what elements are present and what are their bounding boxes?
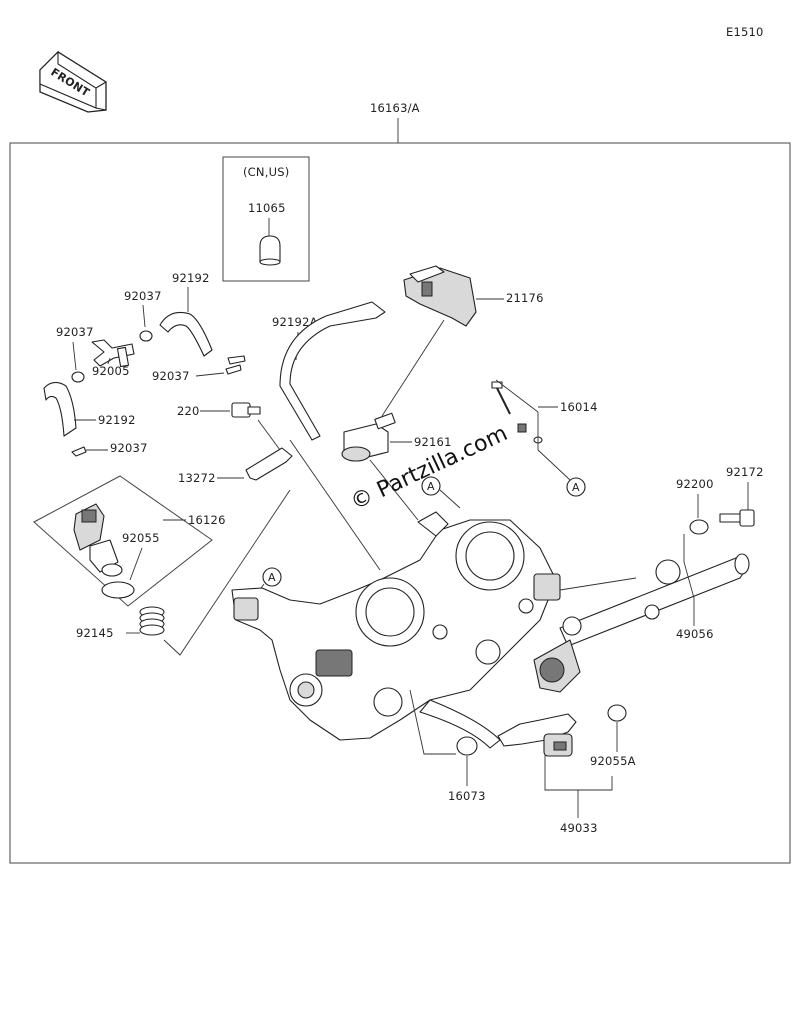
label-21176: 21176 — [506, 291, 544, 305]
leader-16014-ref — [537, 449, 571, 481]
throttle-body — [231, 511, 561, 749]
fitting-92005 — [91, 339, 135, 368]
label-92192-left: 92192 — [98, 413, 136, 427]
label-92200: 92200 — [676, 477, 714, 491]
label-49033: 49033 — [560, 821, 598, 835]
label-92037-d: 92037 — [152, 369, 190, 383]
hose-92192-left — [43, 381, 77, 437]
hose-92192-top — [159, 311, 213, 357]
clamp-92037-b — [71, 371, 85, 383]
label-92005: 92005 — [92, 364, 130, 378]
screw-220 — [231, 402, 261, 418]
clip-92037-e — [227, 355, 246, 365]
spring-92145 — [139, 606, 165, 636]
clamp-92037-a — [139, 330, 153, 342]
svg-text:A: A — [268, 571, 276, 584]
washer-92200 — [689, 519, 709, 535]
sensor-21176 — [403, 265, 477, 327]
leader-92037-b — [72, 341, 77, 371]
leader-21176-target — [381, 319, 445, 417]
leader-49056 — [683, 534, 695, 626]
assembly-label: 16163/A — [370, 101, 420, 115]
leader-92192a-route — [289, 439, 381, 571]
inset-16126 — [33, 475, 213, 607]
label-16073: 16073 — [448, 789, 486, 803]
leader-92145-route — [163, 489, 291, 656]
oring-16073 — [456, 736, 478, 756]
label-92192a: 92192A — [272, 315, 318, 329]
leader-92161-target — [369, 459, 419, 521]
screw-set-16014 — [491, 381, 543, 444]
region-note: (CN,US) — [243, 165, 289, 179]
cap-11065 — [259, 235, 281, 266]
clip-92037-c — [71, 446, 87, 457]
label-92145: 92145 — [76, 626, 114, 640]
leader-ref-a2 — [439, 489, 461, 509]
bolt-92172 — [719, 509, 755, 527]
valve-16126 — [73, 503, 135, 599]
hose-92192a — [279, 301, 386, 441]
leader-49056-target — [559, 577, 637, 591]
label-13272: 13272 — [178, 471, 216, 485]
front-arrow-icon: FRONT — [39, 50, 107, 113]
ref-marker-a3: A — [262, 567, 282, 587]
clip-92037-d — [225, 364, 242, 375]
leader-16073-route — [409, 689, 456, 755]
label-92037-b: 92037 — [56, 325, 94, 339]
diagram-code: E1510 — [726, 25, 764, 39]
seal-92055a — [607, 704, 627, 722]
ref-marker-a1: A — [566, 477, 586, 497]
bracket-49033 — [544, 755, 613, 791]
leader-92055 — [129, 547, 143, 581]
joint-92161 — [341, 412, 396, 462]
label-92055a: 92055A — [590, 754, 636, 768]
label-92161: 92161 — [414, 435, 452, 449]
assembly-frame — [9, 142, 791, 864]
bracket-13272 — [245, 447, 293, 481]
label-220: 220 — [177, 404, 200, 418]
leader-92037-a — [142, 304, 146, 328]
region-inset-box — [222, 156, 310, 282]
label-16126: 16126 — [188, 513, 226, 527]
label-92172: 92172 — [726, 465, 764, 479]
svg-text:A: A — [572, 481, 580, 494]
fuel-rail-49056 — [533, 553, 750, 693]
leader-220-target — [257, 419, 281, 451]
label-92037-c: 92037 — [110, 441, 148, 455]
label-16014: 16014 — [560, 400, 598, 414]
svg-text:A: A — [427, 480, 435, 493]
leader-16014-a — [495, 379, 539, 413]
ref-marker-a2: A — [421, 476, 441, 496]
label-92055: 92055 — [122, 531, 160, 545]
label-11065: 11065 — [248, 201, 286, 215]
label-49056: 49056 — [676, 627, 714, 641]
leader-92037-d — [195, 372, 225, 377]
label-92037-a: 92037 — [124, 289, 162, 303]
label-92192-top: 92192 — [172, 271, 210, 285]
leader-92005 — [107, 357, 111, 365]
injector-49033 — [497, 713, 577, 757]
